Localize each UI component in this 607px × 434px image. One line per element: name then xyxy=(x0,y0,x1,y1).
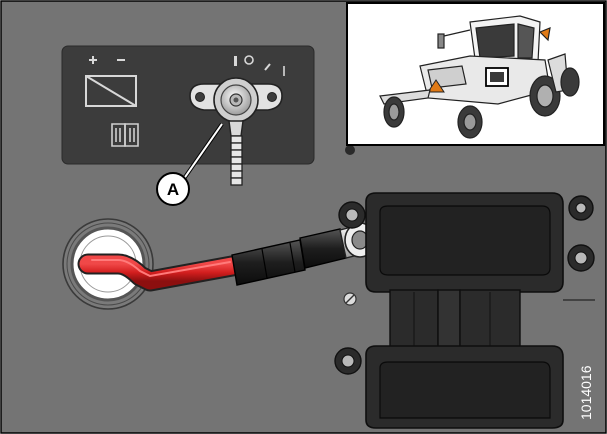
machine-location-inset xyxy=(346,2,605,146)
mount-hole xyxy=(267,92,277,102)
callout-label: A xyxy=(167,180,179,199)
switch-handle[interactable] xyxy=(230,135,243,186)
cable-boot xyxy=(231,228,347,286)
battery-cable xyxy=(77,253,243,292)
decal-plate xyxy=(61,45,315,165)
screw-head xyxy=(343,292,357,306)
manual-book-icon xyxy=(111,123,139,147)
battery-disconnect-switch[interactable] xyxy=(189,77,283,186)
mount-hole xyxy=(195,92,205,102)
fastener-dot xyxy=(345,145,355,155)
callout-a: A xyxy=(156,122,224,206)
battery-warning-icon xyxy=(85,56,137,107)
switch-position-marks xyxy=(234,55,285,76)
figure-id: 1014016 xyxy=(578,365,594,420)
windrower-illustration xyxy=(379,15,580,139)
terminal-bracket xyxy=(334,192,595,429)
